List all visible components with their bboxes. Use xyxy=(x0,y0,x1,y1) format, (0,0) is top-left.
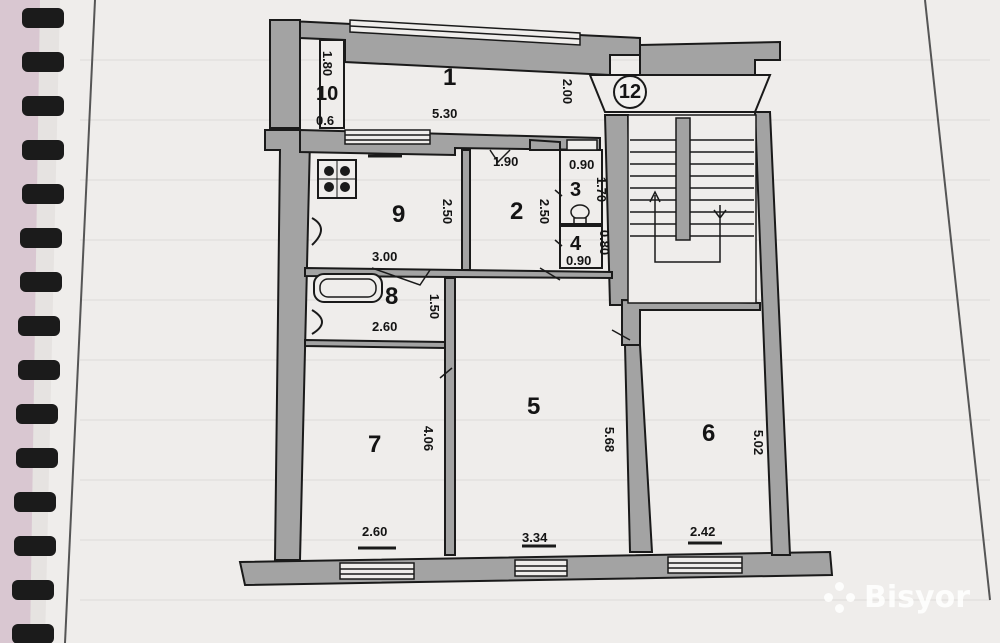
binder-rings xyxy=(12,8,64,643)
wall-8-7 xyxy=(304,338,446,350)
dim-1-70: 1.70 xyxy=(594,176,610,203)
watermark-text: Bisyor xyxy=(864,580,970,615)
room-label-12: 12 xyxy=(613,75,647,109)
dim-1-50: 1.50 xyxy=(427,293,443,320)
wall-7-5 xyxy=(444,277,456,556)
room-label-7: 7 xyxy=(368,431,382,458)
windows-bottom xyxy=(339,556,743,580)
room-label-6: 6 xyxy=(702,420,716,447)
dim-0-80: 0.80 xyxy=(597,229,613,256)
dim-0-90-bottom: 0.90 xyxy=(566,253,592,268)
dim-4-06: 4.06 xyxy=(421,425,437,452)
dim-1-80: 1.80 xyxy=(320,50,336,77)
dim-2-60-room7: 2.60 xyxy=(362,524,388,539)
room-3-vent xyxy=(566,139,598,151)
page-frame-left xyxy=(64,0,96,643)
doors xyxy=(371,149,631,379)
paper-grid xyxy=(80,59,990,601)
wall-right xyxy=(753,111,792,556)
room-label-4: 4 xyxy=(570,233,582,255)
dim-5-02: 5.02 xyxy=(751,429,767,456)
wall-left-upper xyxy=(269,19,301,129)
wall-6-top xyxy=(621,298,761,346)
bathtub-icon xyxy=(313,273,383,303)
dim-3-34: 3.34 xyxy=(522,530,548,545)
dim-2-42: 2.42 xyxy=(690,524,716,539)
dim-3-00: 3.00 xyxy=(372,249,398,264)
dim-5-30: 5.30 xyxy=(432,106,458,121)
dim-5-68: 5.68 xyxy=(602,426,618,453)
room-4-outline xyxy=(559,225,603,269)
window-room-1 xyxy=(349,19,581,46)
room-label-2: 2 xyxy=(510,198,524,225)
wall-row2 xyxy=(304,266,613,280)
dim-1-90: 1.90 xyxy=(493,154,519,169)
room-label-5: 5 xyxy=(527,393,541,420)
bisyor-logo-icon xyxy=(824,581,856,614)
dim-0-6: 0.6 xyxy=(316,113,335,128)
watermark: Bisyor xyxy=(824,580,970,615)
toilet-icon xyxy=(570,204,590,225)
stove-icon xyxy=(317,159,357,199)
page-frame-right xyxy=(924,0,991,601)
window-room-1-bottom xyxy=(344,129,431,145)
dim-2-50-room2: 2.50 xyxy=(537,198,553,225)
room-label-1: 1 xyxy=(443,64,457,91)
room-label-3: 3 xyxy=(570,179,582,201)
wall-3-top xyxy=(529,138,561,151)
wall-9-2 xyxy=(461,149,471,271)
room-label-10: 10 xyxy=(316,83,339,105)
room-10-outline xyxy=(319,39,345,129)
wall-5-6 xyxy=(623,344,654,553)
bath-sink-icon xyxy=(311,309,323,335)
dim-0-90-top: 0.90 xyxy=(569,157,595,172)
room-label-9: 9 xyxy=(392,201,406,228)
dim-2-60-room8: 2.60 xyxy=(372,319,398,334)
room-label-8: 8 xyxy=(385,283,399,310)
dim-2-00: 2.00 xyxy=(560,78,576,105)
dim-2-50-room9: 2.50 xyxy=(440,198,456,225)
radiators xyxy=(358,154,722,550)
sink-icon xyxy=(311,217,322,246)
staircase xyxy=(627,114,757,304)
